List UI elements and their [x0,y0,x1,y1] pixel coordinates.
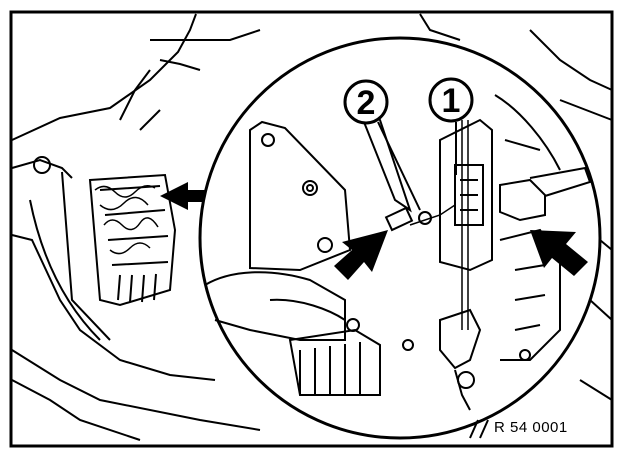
detail-contents [204,94,592,411]
bold-arrow-right [530,230,588,276]
vehicle-body-background [11,13,613,441]
callout-1: 1 [428,77,474,123]
bulb-wires [409,120,469,330]
reference-slashes [469,419,489,439]
pointer-arrow-fuse-box [160,182,215,210]
callout-1-label: 1 [442,82,461,120]
fuse-box-wiring [94,185,159,255]
bold-arrow-left [334,230,388,280]
callout-leader-2 [377,121,421,211]
callout-2: 2 [343,79,389,125]
illustration-frame [9,10,614,448]
reference-code: R 54 0001 [494,419,568,436]
callout-2-label: 2 [357,84,376,122]
